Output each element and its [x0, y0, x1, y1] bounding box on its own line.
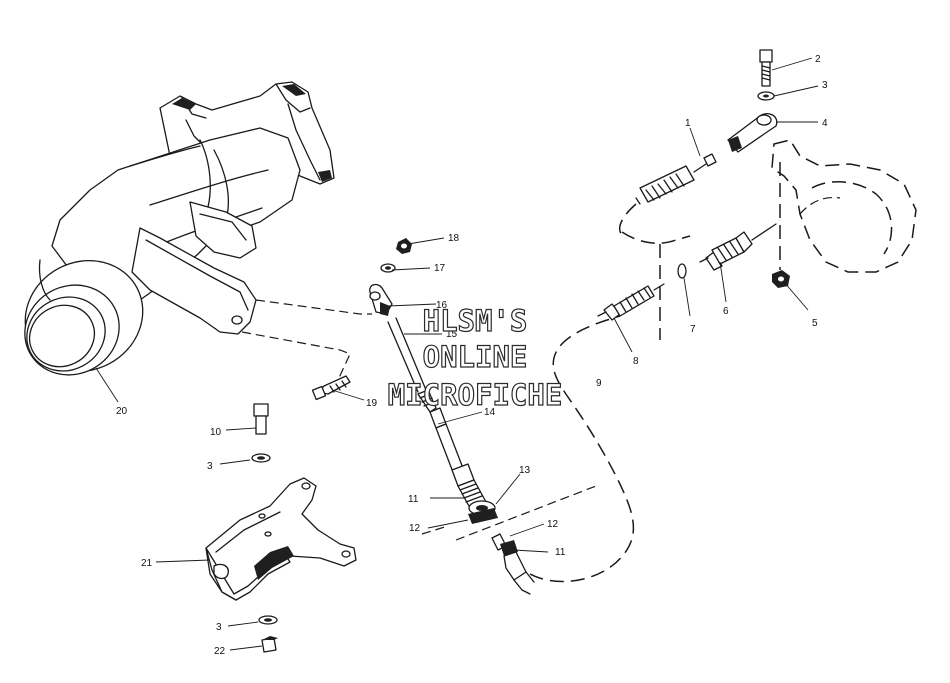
callout-labels: 2 3 4 1 5 6 7 8 9 18 17 16 15 19 14 13 1… — [116, 54, 828, 657]
part-4-rod-end — [727, 112, 778, 153]
callout-3-mid: 3 — [207, 461, 213, 472]
callout-9: 9 — [596, 378, 602, 389]
alignment-line-upper — [255, 299, 372, 315]
callout-12: 12 — [409, 523, 421, 534]
callout-21: 21 — [141, 558, 153, 569]
part-22-nut — [261, 636, 278, 653]
part-20-housing — [24, 81, 335, 376]
part-3-washer-mid — [251, 453, 271, 463]
callout-16: 16 — [436, 300, 448, 311]
part-11-12-lower-fitting — [491, 533, 535, 595]
part-6-cable-barrel — [699, 223, 777, 271]
part-8-cable-fitting — [597, 283, 665, 321]
callout-3-lower: 3 — [216, 622, 222, 633]
callout-20: 20 — [116, 406, 128, 417]
part-1-cable — [635, 153, 717, 205]
callout-19: 19 — [366, 398, 378, 409]
callout-5: 5 — [812, 318, 818, 329]
leader-lines — [95, 57, 819, 651]
callout-14: 14 — [484, 407, 496, 418]
part-12-washer-upper — [468, 508, 498, 524]
alignment-line-cable-top — [621, 231, 691, 245]
part-9-cable-route — [529, 315, 635, 583]
part-19-bolt — [311, 375, 351, 401]
callout-22: 22 — [214, 646, 226, 657]
callout-8: 8 — [633, 356, 639, 367]
part-15-cable-rod — [387, 317, 427, 393]
watermark-line-2: ONLINE — [423, 340, 528, 374]
callout-3: 3 — [822, 80, 828, 91]
watermark: HLSM'S ONLINE MICROFICHE — [387, 303, 563, 412]
callout-4: 4 — [822, 118, 828, 129]
part-16-rod-end — [369, 283, 393, 316]
watermark-line-3: MICROFICHE — [388, 378, 563, 412]
callout-13: 13 — [519, 465, 531, 476]
part-10-bolt — [253, 403, 269, 435]
callout-2: 2 — [815, 54, 821, 65]
part-18-nut — [396, 238, 412, 254]
callout-10: 10 — [210, 427, 222, 438]
callout-11-lower: 11 — [555, 547, 566, 558]
alignment-line-cable-a — [455, 485, 597, 541]
reference-bracket-dashed — [771, 139, 917, 273]
part-21-bracket — [205, 477, 357, 601]
callout-15: 15 — [446, 329, 458, 340]
alignment-line-lower — [241, 331, 351, 381]
part-3-washer-lower — [258, 615, 278, 625]
callout-17: 17 — [434, 263, 446, 274]
callout-7: 7 — [690, 324, 696, 335]
callout-11: 11 — [408, 494, 419, 505]
alignment-line-cable-b — [421, 525, 449, 535]
watermark-line-1: HLSM'S — [423, 304, 528, 338]
callout-18: 18 — [448, 233, 460, 244]
callout-1: 1 — [685, 118, 691, 129]
callout-6: 6 — [723, 306, 729, 317]
callout-12-lower: 12 — [547, 519, 559, 530]
alignment-line-part1 — [618, 203, 637, 239]
part-3-washer-top — [757, 91, 775, 101]
part-17-washer — [380, 263, 396, 273]
part-7-washer — [677, 263, 687, 279]
part-2-bolt — [759, 49, 773, 87]
